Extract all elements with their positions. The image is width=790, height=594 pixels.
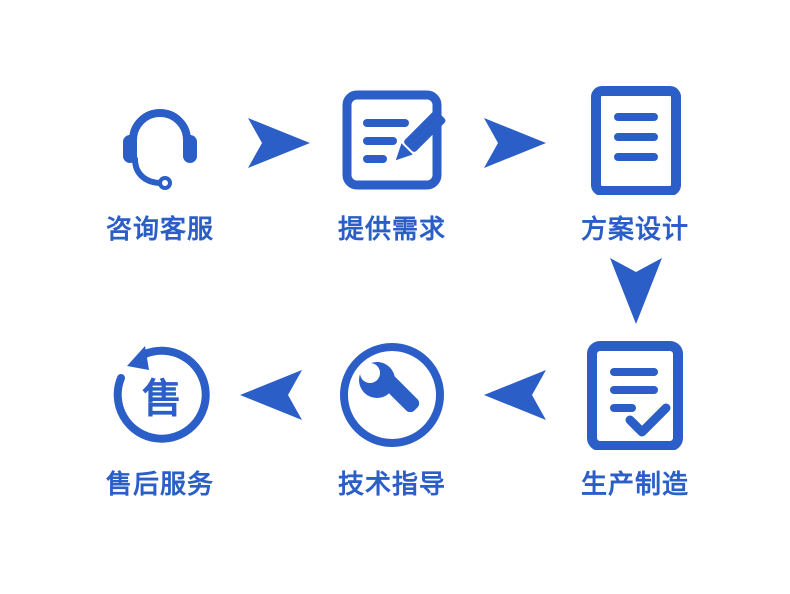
step-manufacturing: 生产制造 — [560, 340, 710, 501]
after-sales-cycle-icon: 售 — [113, 346, 210, 443]
headset-icon — [123, 109, 197, 190]
step-label: 生产制造 — [580, 470, 689, 500]
arrow-right-icon — [484, 118, 546, 168]
document-check-icon — [587, 341, 683, 450]
step-design: 方案设计 — [560, 85, 710, 246]
document-list-icon — [591, 86, 681, 195]
arrow-left-icon — [484, 370, 546, 420]
step-label: 提供需求 — [337, 215, 446, 245]
step-label: 咨询客服 — [105, 215, 214, 245]
step-label: 售后服务 — [105, 470, 214, 500]
step-label: 方案设计 — [580, 215, 689, 245]
step-requirements: 提供需求 — [317, 85, 467, 246]
wrench-icon — [340, 343, 444, 447]
edit-document-icon — [342, 90, 446, 190]
arrow-left-icon — [240, 370, 302, 420]
arrow-down-icon — [610, 258, 662, 324]
step-label: 技术指导 — [337, 470, 446, 500]
step-consult: 咨询客服 — [85, 85, 235, 246]
after-sales-badge: 售 — [142, 376, 182, 422]
step-after-sales: 售 售后服务 — [85, 340, 235, 501]
arrow-right-icon — [248, 118, 310, 168]
step-tech-guidance: 技术指导 — [317, 340, 467, 501]
